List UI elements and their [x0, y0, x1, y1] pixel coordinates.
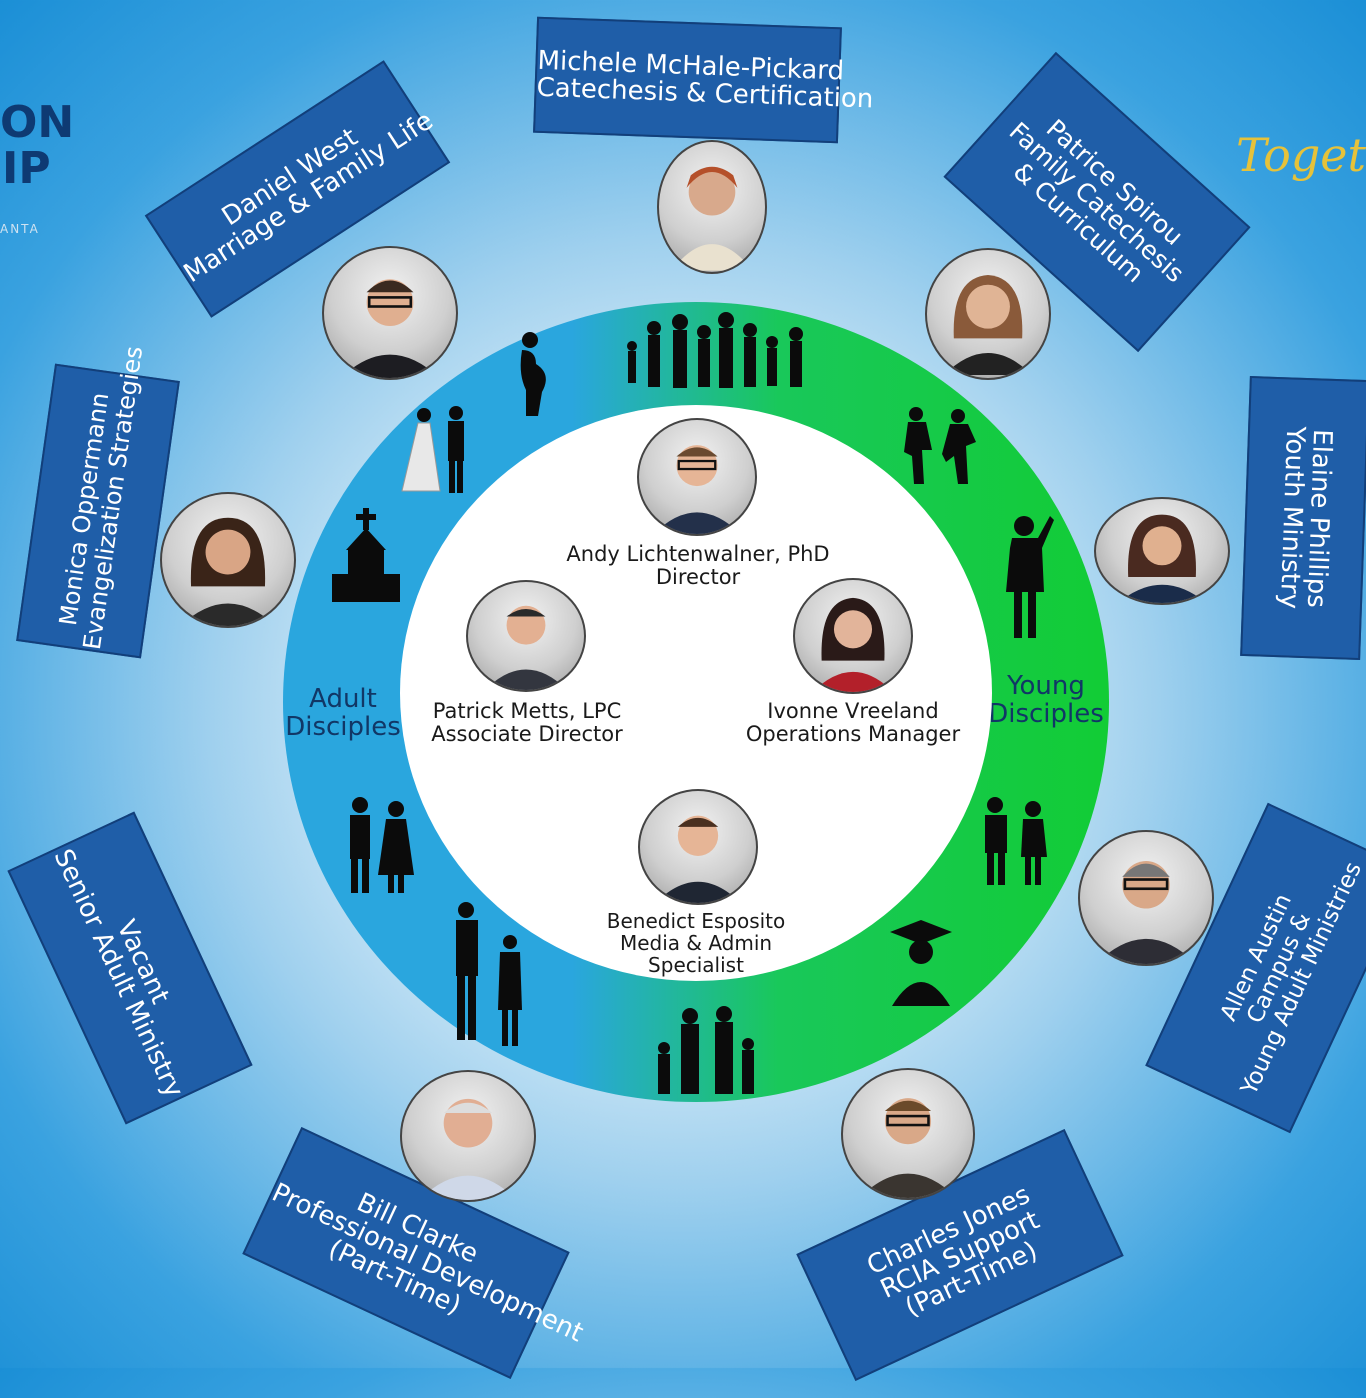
portrait-icon: [859, 1098, 957, 1198]
photo-phillips: [1094, 497, 1230, 605]
children-running-icon: [904, 407, 976, 484]
metts-label: Patrick Metts, LPC Associate Director: [420, 700, 634, 746]
logo-subtitle: ANTA: [0, 222, 40, 236]
panel-line: Daniel West: [216, 122, 364, 233]
professionals-icon: [456, 902, 522, 1046]
staff-role: Media & Admin: [619, 931, 773, 955]
portrait-icon: [655, 815, 741, 903]
ring-label-line: Young: [1007, 671, 1085, 701]
staff-name: Benedict Esposito: [606, 909, 786, 933]
tagline: Toget: [1236, 128, 1366, 182]
photo-west: [322, 246, 458, 380]
portrait-icon: [812, 597, 894, 692]
vreeland-label: Ivonne Vreeland Operations Manager: [738, 700, 968, 746]
staff-role: Associate Director: [431, 722, 623, 746]
esposito-label: Benedict Esposito Media & Admin Speciali…: [590, 910, 802, 976]
portrait-icon: [484, 605, 568, 690]
teens-icon: [985, 797, 1047, 885]
portrait-icon: [671, 166, 753, 271]
photo-jones: [841, 1068, 975, 1200]
ring-label-line: Adult: [309, 684, 377, 714]
panel-vacant: Vacant Senior Adult Ministry: [7, 811, 253, 1125]
portrait-icon: [944, 274, 1032, 375]
panel-phillips: Elaine Phillips Youth Ministry: [1240, 375, 1366, 661]
elderly-couple-icon: [350, 797, 414, 893]
young-disciples-label: Young Disciples: [986, 672, 1106, 728]
portrait-icon: [1117, 514, 1207, 603]
ring-label-line: Disciples: [285, 712, 401, 742]
child-waving-icon: [1006, 516, 1054, 638]
photo-lichtenwalner: [637, 418, 757, 536]
panel-oppermann: Monica Oppermann Evangelization Strategi…: [16, 344, 180, 659]
graduate-icon: [890, 920, 952, 1006]
photo-austin: [1078, 830, 1214, 966]
logo-text: ON IP: [0, 100, 74, 192]
church-icon: [332, 508, 400, 602]
family-group-icon: [627, 312, 803, 388]
lichtenwalner-label: Andy Lichtenwalner, PhD Director: [560, 543, 836, 589]
family-walking-icon: [658, 1006, 754, 1094]
staff-role: Operations Manager: [745, 722, 961, 746]
photo-clarke: [400, 1070, 536, 1202]
portrait-icon: [340, 279, 440, 378]
panel-line: Campus &: [1241, 908, 1316, 1028]
staff-name: Andy Lichtenwalner, PhD: [566, 542, 830, 566]
staff-name: Patrick Metts, LPC: [432, 699, 622, 723]
staff-role-line-2: Specialist: [648, 953, 744, 977]
photo-oppermann: [160, 492, 296, 628]
portrait-icon: [653, 445, 741, 534]
pregnant-woman-icon: [520, 332, 546, 416]
photo-vreeland: [793, 578, 913, 694]
logo-line-1: ON: [0, 97, 75, 148]
portrait-icon: [419, 1098, 517, 1200]
photo-metts: [466, 580, 586, 692]
adult-disciples-label: Adult Disciples: [285, 685, 401, 741]
portrait-icon: [1095, 861, 1197, 964]
photo-spirou: [925, 248, 1051, 380]
photo-mchale-pickard: [657, 140, 767, 274]
logo-line-2: IP: [2, 143, 51, 194]
staff-role: Director: [655, 565, 741, 589]
bride-groom-icon: [401, 406, 464, 493]
ring-label-line: Disciples: [988, 699, 1104, 729]
portrait-icon: [180, 517, 276, 626]
staff-name: Ivonne Vreeland: [767, 699, 939, 723]
panel-mchale-pickard: Michele McHale-Pickard Catechesis & Cert…: [533, 16, 874, 144]
photo-esposito: [638, 789, 758, 905]
